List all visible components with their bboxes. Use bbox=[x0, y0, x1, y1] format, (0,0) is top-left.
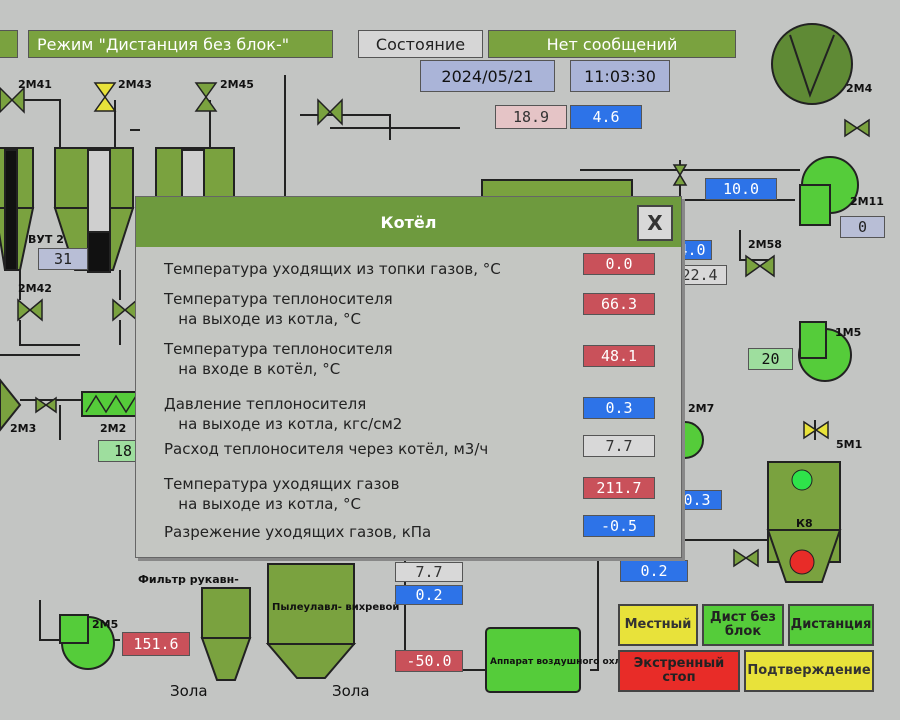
dialog-row-label: Разрежение уходящих газов, кПа bbox=[164, 523, 432, 541]
dialog-row-value: 0.3 bbox=[583, 397, 655, 419]
value-right-a: 0.3 bbox=[672, 490, 722, 510]
value-2m58-b: 22.4 bbox=[672, 265, 727, 285]
label-2m43: 2М43 bbox=[118, 78, 152, 91]
label-2m58: 2М58 bbox=[748, 238, 782, 251]
local-mode-button[interactable]: Местный bbox=[618, 604, 698, 646]
dialog-row-label: Температура уходящих газов на выходе из … bbox=[164, 475, 400, 513]
time-text: 11:03:30 bbox=[584, 66, 656, 86]
emergency-stop-label: Экстренный стоп bbox=[633, 656, 725, 685]
dialog-row-value: -0.5 bbox=[583, 515, 655, 537]
label-vut2: ВУТ 2 bbox=[28, 233, 64, 246]
value-mid-b: 0.2 bbox=[395, 585, 463, 605]
dialog-row-label: Температура теплоносителя на входе в кот… bbox=[164, 340, 393, 378]
label-2m45: 2М45 bbox=[220, 78, 254, 91]
remote-mode-label: Дистанция bbox=[790, 617, 872, 633]
dialog-row-value: 66.3 bbox=[583, 293, 655, 315]
dialog-row-label: Давление теплоносителя на выходе из котл… bbox=[164, 395, 403, 433]
label-2m41: 2М41 bbox=[18, 78, 52, 91]
messages-panel[interactable]: Нет сообщений bbox=[488, 30, 736, 58]
remote-no-block-button[interactable]: Дист без блок bbox=[702, 604, 784, 646]
label-1m5: 1М5 bbox=[835, 326, 861, 339]
value-right-b: 0.2 bbox=[620, 560, 688, 582]
value-top-2: 4.6 bbox=[570, 105, 642, 129]
value-vut2: 31 bbox=[38, 248, 88, 270]
label-2m5: 2М5 bbox=[92, 618, 118, 631]
label-2m7: 2М7 bbox=[688, 402, 714, 415]
dialog-title-bar: Котёл X bbox=[136, 197, 681, 247]
label-dust-collector: Пылеулавл- вихревой bbox=[272, 602, 399, 613]
dialog-row-value: 211.7 bbox=[583, 477, 655, 499]
remote-mode-button[interactable]: Дистанция bbox=[788, 604, 874, 646]
label-filter: Фильтр рукавн- bbox=[138, 573, 239, 586]
value-top-1: 18.9 bbox=[495, 105, 567, 129]
label-2m42: 2М42 bbox=[18, 282, 52, 295]
state-button[interactable]: Состояние bbox=[358, 30, 483, 58]
boiler-dialog: Котёл X Температура уходящих из топки га… bbox=[135, 196, 682, 558]
label-ash-1: Зола bbox=[170, 682, 208, 700]
close-button[interactable]: X bbox=[637, 205, 673, 241]
value-mid-c: -50.0 bbox=[395, 650, 463, 672]
mode-indicator[interactable]: Режим "Дистанция без блок-" bbox=[28, 30, 333, 58]
confirm-button[interactable]: Подтверждение bbox=[744, 650, 874, 692]
emergency-stop-button[interactable]: Экстренный стоп bbox=[618, 650, 740, 692]
state-label: Состояние bbox=[375, 34, 466, 54]
time-display: 11:03:30 bbox=[570, 60, 670, 92]
mode-left-stub bbox=[0, 30, 18, 58]
label-air-cooler: Аппарат воздушного охлаждения 2М9 bbox=[490, 657, 692, 667]
local-mode-label: Местный bbox=[624, 617, 692, 633]
value-2m5: 151.6 bbox=[122, 632, 190, 656]
mode-label: Режим "Дистанция без блок-" bbox=[37, 34, 290, 54]
label-2m11: 2М11 bbox=[850, 195, 884, 208]
value-2m58-a: 4.0 bbox=[672, 240, 712, 260]
dialog-row-value: 0.0 bbox=[583, 253, 655, 275]
close-icon: X bbox=[647, 211, 663, 235]
label-k8: К8 bbox=[796, 517, 813, 530]
label-5m1: 5М1 bbox=[836, 438, 862, 451]
label-2m4: 2М4 bbox=[846, 82, 873, 95]
dialog-row-value: 48.1 bbox=[583, 345, 655, 367]
messages-text: Нет сообщений bbox=[546, 34, 678, 54]
label-2m3: 2М3 bbox=[10, 422, 36, 435]
confirm-label: Подтверждение bbox=[747, 663, 871, 679]
date-text: 2024/05/21 bbox=[441, 66, 534, 86]
date-display: 2024/05/21 bbox=[420, 60, 555, 92]
value-top-right: 10.0 bbox=[705, 178, 777, 200]
value-mid-a: 7.7 bbox=[395, 562, 463, 582]
dialog-row-label: Температура теплоносителя на выходе из к… bbox=[164, 290, 393, 328]
remote-no-block-label: Дист без блок bbox=[710, 610, 776, 639]
value-2m11: 0 bbox=[840, 216, 885, 238]
dialog-row-value: 7.7 bbox=[583, 435, 655, 457]
dialog-row-label: Расход теплоносителя через котёл, м3/ч bbox=[164, 440, 489, 458]
value-1m5: 20 bbox=[748, 348, 793, 370]
dialog-row-label: Температура уходящих из топки газов, °С bbox=[164, 260, 501, 278]
dialog-title: Котёл bbox=[380, 212, 437, 232]
label-ash-2: Зола bbox=[332, 682, 370, 700]
label-2m2: 2М2 bbox=[100, 422, 126, 435]
